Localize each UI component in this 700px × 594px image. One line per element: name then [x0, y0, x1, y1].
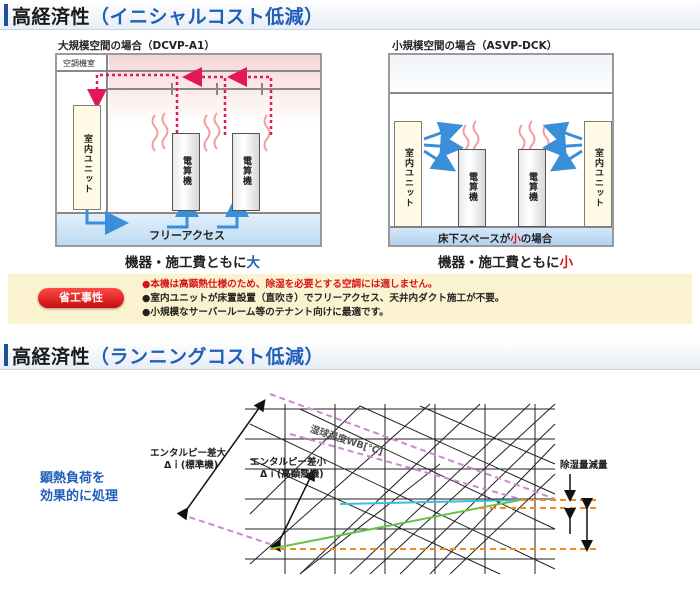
section-title: 高経済性（ランニングコスト低減） — [12, 342, 324, 369]
return-air-arrow-1 — [87, 73, 179, 145]
underfloor-emph: 小 — [510, 233, 521, 245]
left-panel-drawing — [57, 55, 320, 245]
savings-bullet-3: ●小規模なサーバールーム等のテナント向けに最適です。 — [142, 307, 389, 318]
enthalpy-small-arrow — [269, 468, 315, 553]
psychrometric-chart — [176, 393, 600, 575]
return-air-arrow-3 — [227, 67, 273, 135]
server-rack-label: 電算機 — [181, 156, 191, 186]
section-title-sub: （イニシャルコスト低減） — [90, 6, 324, 28]
underfloor-suffix: の場合 — [520, 233, 553, 245]
process-line-high-sensible — [339, 499, 521, 505]
section-title-main: 高経済性 — [12, 6, 91, 28]
underfloor-space — [390, 227, 612, 245]
section-header-initial-cost: 高経済性（イニシャルコスト低減） — [0, 0, 700, 30]
heat-wave-3 — [203, 114, 211, 152]
chart-grid-lines — [245, 403, 556, 575]
blow-arrow-l2 — [423, 134, 464, 159]
right-panel-diagram: 室内ユニット 室内ユニット 電算機 電算機 床下スペースが小の場合 — [388, 53, 614, 247]
process-line-standard — [269, 499, 521, 550]
enthalpy-large-line2: Δｉ(標準機) — [164, 460, 219, 471]
section-header-running-cost: 高経済性（ランニングコスト低減） — [0, 340, 700, 370]
left-caption-emph: 大 — [246, 255, 261, 271]
section-title-main: 高経済性 — [12, 346, 91, 368]
blow-arrow-r1 — [542, 121, 583, 145]
blow-arrow-l3 — [423, 148, 457, 172]
blow-arrow-r3 — [549, 148, 583, 172]
right-caption-prefix: 機器・施工費ともに — [438, 255, 560, 271]
savings-bullet-2: ●室内ユニットが床置設置（直吹き）でフリーアクセス、天井内ダクト施工が不要。 — [142, 293, 505, 304]
right-caption-emph: 小 — [559, 255, 574, 271]
sensible-heat-note-line2: 効果的に処理 — [40, 489, 119, 504]
dehumidification-dashed-lines — [270, 499, 600, 550]
enthalpy-small-label: エンタルピー差小 Δｉ(高顕熱機) — [250, 457, 326, 481]
right-panel-title: 小規模空間の場合（ASVP-DCK） — [392, 40, 558, 52]
left-caption-prefix: 機器・施工費ともに — [125, 255, 247, 271]
savings-bullet-1: ●本機は高顕熱仕様のため、除湿を必要とする空調には適しません。 — [142, 279, 438, 290]
right-panel-caption: 機器・施工費ともに小 — [438, 251, 573, 271]
construction-savings-box: 省工事性 ●本機は高顕熱仕様のため、除湿を必要とする空調には適しません。 ●室内… — [8, 274, 692, 324]
underfloor-label: 床下スペースが小の場合 — [438, 231, 553, 245]
right-panel-drawing — [390, 55, 612, 245]
left-panel-title: 大規模空間の場合（DCVP-A1） — [58, 40, 215, 52]
underfloor-prefix: 床下スペースが — [438, 233, 511, 245]
enthalpy-large-label: エンタルピー差大 Δｉ(標準機) — [150, 448, 226, 472]
server-rack-2: 電算機 — [232, 133, 260, 211]
heat-wave-1 — [151, 114, 159, 152]
machine-room-label: 空調機室 — [63, 59, 95, 68]
heat-wave-2 — [161, 112, 169, 150]
blow-arrow-r2 — [542, 134, 583, 159]
enthalpy-large-arrow — [176, 399, 266, 521]
section-title-sub: （ランニングコスト低減） — [90, 346, 325, 368]
indoor-unit-label: 室内ユニット — [403, 148, 413, 208]
blow-arrow-l1 — [423, 121, 464, 145]
heat-wave-4 — [213, 112, 221, 150]
heat-wave-5 — [263, 114, 271, 152]
server-rack-1: 電算機 — [172, 133, 200, 211]
enthalpy-small-line2: Δｉ(高顕熱機) — [260, 469, 324, 480]
header-accent-bar — [4, 344, 8, 366]
section-title: 高経済性（イニシャルコスト低減） — [12, 2, 324, 29]
server-rack-2: 電算機 — [518, 149, 546, 227]
supply-air-arrow-3 — [217, 193, 249, 229]
enthalpy-small-line1: エンタルピー差小 — [250, 457, 327, 468]
server-rack-label: 電算機 — [527, 172, 537, 202]
savings-bullet-list: ●本機は高顕熱仕様のため、除湿を必要とする空調には適しません。 ●室内ユニットが… — [142, 278, 504, 320]
dehumidification-label: 除湿量減量 — [560, 460, 608, 471]
sensible-heat-note: 顕熱負荷を 効果的に処理 — [40, 470, 118, 506]
supply-air-arrow-2 — [167, 193, 199, 229]
ceiling-band — [390, 55, 612, 95]
server-rack-label: 電算機 — [467, 172, 477, 202]
sensible-heat-note-line1: 顕熱負荷を — [40, 471, 106, 486]
indoor-unit-right: 室内ユニット — [584, 121, 612, 227]
indoor-unit-left: 室内ユニット — [394, 121, 422, 227]
free-access-label: フリーアクセス — [149, 229, 226, 242]
enthalpy-large-line1: エンタルピー差大 — [150, 448, 227, 459]
indoor-unit-label: 室内ユニット — [593, 148, 603, 208]
construction-savings-badge: 省工事性 — [38, 288, 124, 308]
return-air-arrow-2 — [182, 67, 227, 135]
server-rack-label: 電算機 — [241, 156, 251, 186]
header-accent-bar — [4, 4, 8, 26]
indoor-unit-label: 室内ユニット — [82, 134, 92, 194]
indoor-unit-left: 室内ユニット — [73, 105, 101, 210]
left-panel-diagram: 空調機室 室内ユニット 電算機 電算機 フリーアクセス — [55, 53, 322, 247]
server-rack-1: 電算機 — [458, 149, 486, 227]
left-panel-caption: 機器・施工費ともに大 — [125, 251, 260, 271]
